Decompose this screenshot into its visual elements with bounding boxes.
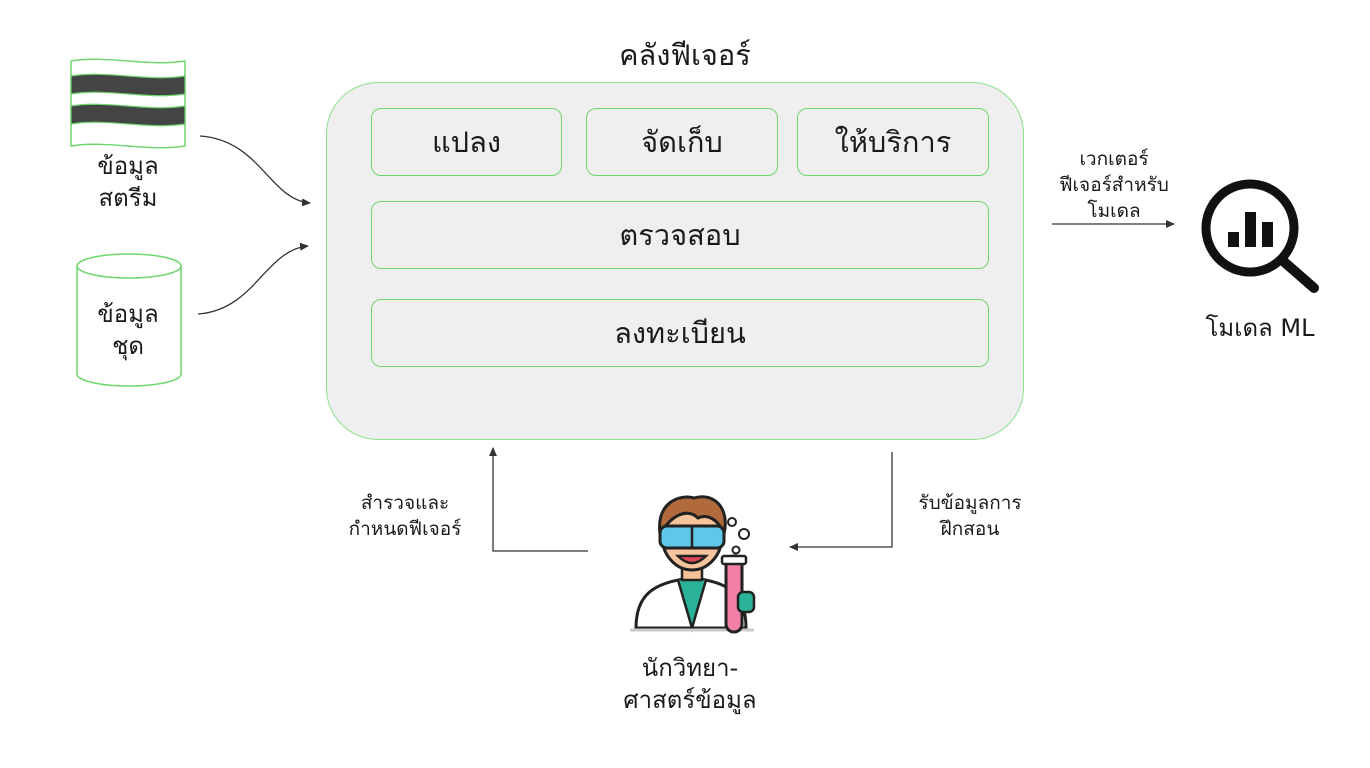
data-scientist-label: นักวิทยา- ศาสตร์ข้อมูล (590, 652, 790, 716)
batch-data-label: ข้อมูล ชุด (60, 298, 196, 362)
feature-vector-line1: เวกเตอร์ (1079, 148, 1149, 170)
magnifier-chart-icon (1201, 179, 1319, 293)
batch-label-line1: ข้อมูล (97, 300, 159, 328)
feature-store-title: คลังฟีเจอร์ (619, 38, 751, 72)
transform-box[interactable]: แปลง (371, 108, 562, 176)
receive-training-data-label: รับข้อมูลการ ฝึกสอน (900, 490, 1040, 542)
batch-label-line2: ชุด (112, 332, 144, 360)
receive-training-line1: รับข้อมูลการ (918, 492, 1022, 514)
batch-arrow (197, 242, 309, 315)
feature-vector-label: เวกเตอร์ ฟีเจอร์สำหรับ โมเดล (1034, 146, 1194, 224)
stream-arrow (199, 135, 311, 207)
receive-training-line2: ฝึกสอน (940, 518, 1000, 540)
feature-vector-line2: ฟีเจอร์สำหรับ (1059, 174, 1169, 196)
validate-box[interactable]: ตรวจสอบ (371, 201, 989, 269)
data-scientist-line2: ศาสตร์ข้อมูล (623, 686, 757, 714)
database-cylinder-icon (76, 253, 182, 387)
stream-flag-icon (70, 58, 186, 149)
training-data-arrow (789, 452, 893, 551)
data-scientist-line1: นักวิทยา- (641, 654, 739, 682)
register-box[interactable]: ลงทะเบียน (371, 299, 989, 367)
stream-data-label: ข้อมูล สตรีม (60, 150, 196, 214)
serve-box[interactable]: ให้บริการ (797, 108, 989, 176)
store-box[interactable]: จัดเก็บ (586, 108, 778, 176)
explore-define-line2: กำหนดฟีเจอร์ (348, 518, 462, 540)
stream-label-line2: สตรีม (98, 184, 158, 212)
explore-define-line1: สำรวจและ (360, 492, 450, 514)
explore-arrow (489, 447, 588, 552)
stream-label-line1: ข้อมูล (97, 152, 159, 180)
ml-model-label: โมเดล ML (1205, 314, 1315, 342)
scientist-icon (630, 495, 756, 634)
feature-vector-line3: โมเดล (1087, 200, 1141, 222)
explore-define-label: สำรวจและ กำหนดฟีเจอร์ (330, 490, 480, 542)
